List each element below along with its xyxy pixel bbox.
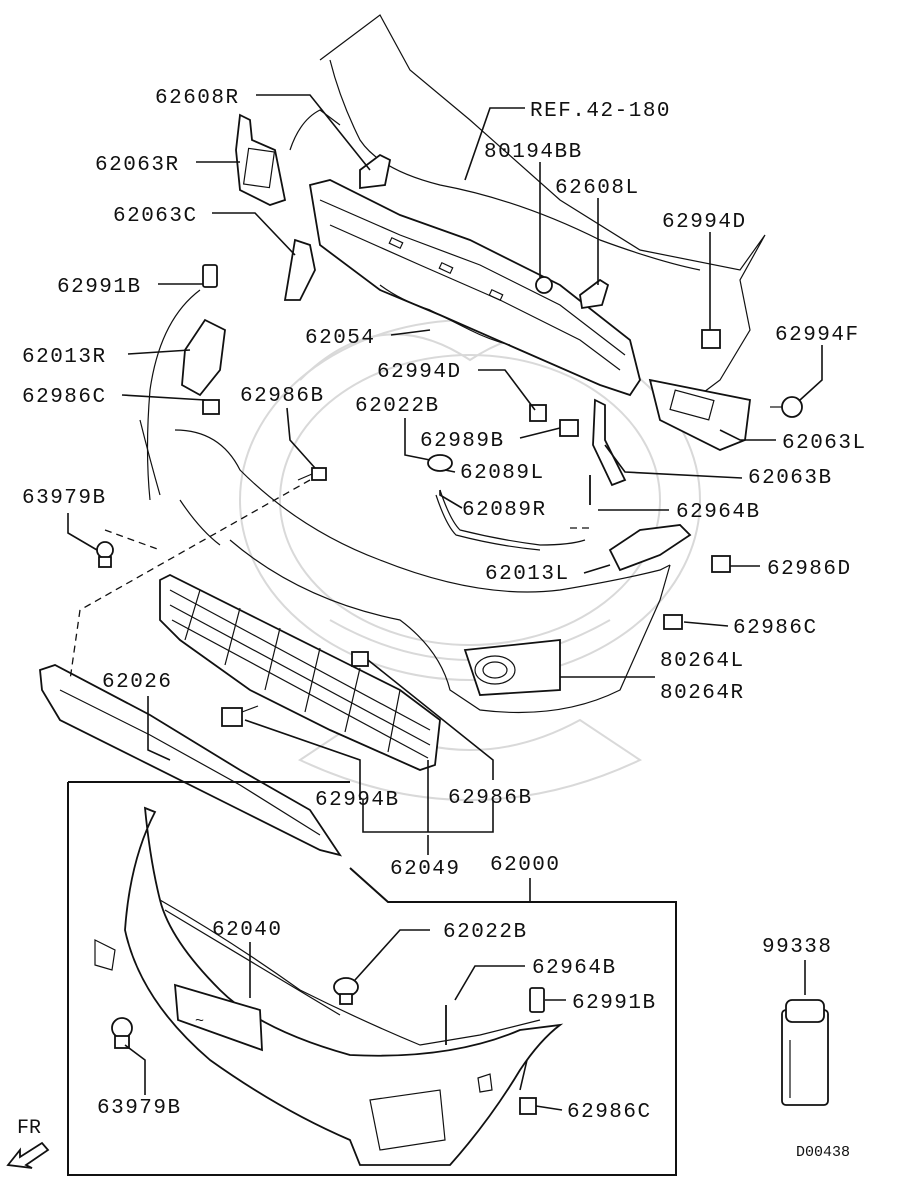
diagram-code: D00438 xyxy=(796,1144,850,1161)
label-62986C-box: 62986C xyxy=(567,1101,652,1124)
fasteners xyxy=(96,264,803,727)
label-62964B-box: 62964B xyxy=(532,957,617,980)
label-62000: 62000 xyxy=(490,854,561,877)
bolt-62986D xyxy=(711,555,731,573)
bolt-62986C-top xyxy=(202,399,220,415)
label-62049: 62049 xyxy=(390,858,461,881)
nut-62989B xyxy=(559,419,579,437)
label-62986B-grille: 62986B xyxy=(448,787,533,810)
bumper-assembly-62000: ~ xyxy=(94,806,564,1166)
label-62994D-top: 62994D xyxy=(662,211,747,234)
label-62089L: 62089L xyxy=(460,462,545,485)
label-80194BB: 80194BB xyxy=(484,141,583,164)
label-99338: 99338 xyxy=(762,936,833,959)
bolt-62986C-right xyxy=(663,614,683,630)
label-62054: 62054 xyxy=(305,327,376,350)
bolt-62986C-box xyxy=(519,1097,537,1115)
label-63979B-top: 63979B xyxy=(22,487,107,510)
label-62063L: 62063L xyxy=(782,432,867,455)
sealant-tube-99338 xyxy=(781,960,829,1106)
bracket-62063L xyxy=(648,378,751,451)
label-62991B-box: 62991B xyxy=(572,992,657,1015)
bracket-62013R xyxy=(181,318,226,397)
label-62994F: 62994F xyxy=(775,324,860,347)
bolt-62994B xyxy=(221,705,259,727)
label-62089R: 62089R xyxy=(462,499,547,522)
label-62063B: 62063B xyxy=(748,467,833,490)
label-62986B-top: 62986B xyxy=(240,385,325,408)
label-62063C: 62063C xyxy=(113,205,198,228)
label-fr: FR xyxy=(17,1117,41,1140)
label-62026: 62026 xyxy=(102,671,173,694)
badge-emblem: ~ xyxy=(195,1013,204,1030)
reinforcement-beam xyxy=(308,179,641,397)
bolt-62994F xyxy=(770,396,803,418)
guide-lines xyxy=(69,479,590,681)
harness-62089 xyxy=(379,284,586,551)
label-62989B: 62989B xyxy=(420,430,505,453)
screw-62986B-grille xyxy=(351,651,369,667)
grille-62049 xyxy=(159,573,441,771)
body-panel-ref xyxy=(289,14,766,396)
label-63979B-box: 63979B xyxy=(97,1097,182,1120)
bolt-80194BB xyxy=(535,276,553,294)
bracket-62608L xyxy=(579,278,610,310)
bracket-62063B xyxy=(592,398,627,487)
box-leader-lines xyxy=(124,929,566,1111)
label-62994D-mid: 62994D xyxy=(377,361,462,384)
lower-lip-62026 xyxy=(39,664,343,857)
leader-lines xyxy=(67,94,823,855)
fog-lamp-bezel xyxy=(463,639,561,696)
clip-63979B-box xyxy=(111,1017,133,1049)
label-62964B-top: 62964B xyxy=(676,501,761,524)
clip-62022B-box xyxy=(333,977,359,1005)
front-direction-arrow xyxy=(6,1141,50,1169)
label-62063R: 62063R xyxy=(95,154,180,177)
bracket-62063C xyxy=(283,238,316,301)
label-62022B-top: 62022B xyxy=(355,395,440,418)
label-62013R: 62013R xyxy=(22,346,107,369)
label-80264R: 80264R xyxy=(660,682,745,705)
label-80264L: 80264L xyxy=(660,650,745,673)
bumper-upper-outline xyxy=(139,289,671,714)
label-62991B-top: 62991B xyxy=(57,276,142,299)
label-62022B-box: 62022B xyxy=(443,921,528,944)
bracket-62608R xyxy=(359,153,392,190)
bracket-62013L xyxy=(608,524,692,572)
assembly-box-62000 xyxy=(67,781,677,1176)
label-62608L: 62608L xyxy=(555,177,640,200)
clip-63979B-top xyxy=(96,541,114,568)
box-fasteners xyxy=(111,977,545,1115)
bolt-62994D-right xyxy=(701,329,721,349)
label-62994B: 62994B xyxy=(315,789,400,812)
label-62986C-top: 62986C xyxy=(22,386,107,409)
label-ref-42-180: REF.42-180 xyxy=(530,100,671,123)
label-62986C-right: 62986C xyxy=(733,617,818,640)
clip-62991B-box xyxy=(529,987,545,1013)
label-62986D: 62986D xyxy=(767,558,852,581)
label-62013L: 62013L xyxy=(485,563,570,586)
label-62040: 62040 xyxy=(212,919,283,942)
clip-62022B-top xyxy=(427,454,453,472)
bolt-62986B-top xyxy=(297,467,327,481)
label-62608R: 62608R xyxy=(155,87,240,110)
bracket-62063R xyxy=(235,113,287,206)
clip-62991B-top xyxy=(202,264,218,288)
